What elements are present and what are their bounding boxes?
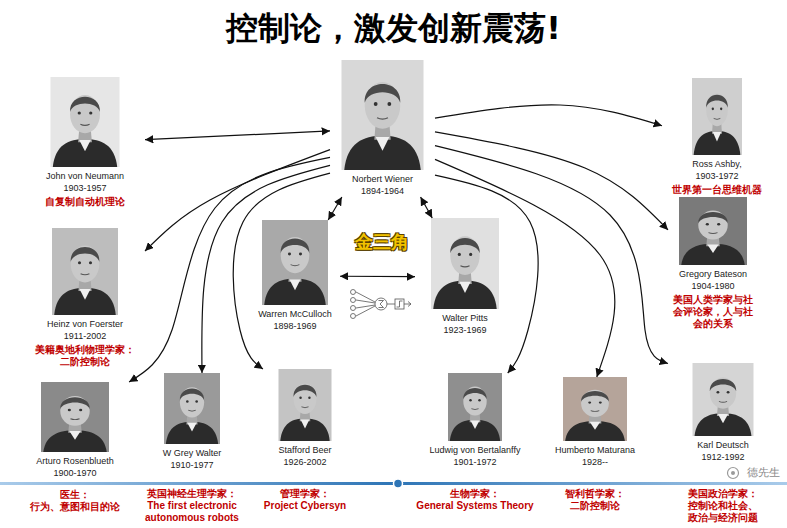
portrait-photo: [41, 382, 109, 452]
portrait-photo: [52, 228, 118, 315]
person-node: W Grey Walter1910-1977 英国神经生理学家：The first…: [132, 373, 252, 524]
portrait-photo: [262, 220, 328, 305]
person-name: Humberto Maturana: [545, 444, 645, 456]
person-node: Gregory Bateson1904-1980 美国人类学家与社 会评论家，人与…: [668, 197, 758, 330]
person-note: 二阶控制论: [550, 500, 640, 512]
person-name: Gregory Bateson: [668, 268, 758, 280]
person-note: 医生：: [25, 489, 125, 501]
person-node: Ludwig von Bertalanffy1901-1972 生物学家：Gene…: [405, 373, 545, 512]
connector-arrow: [129, 157, 330, 382]
person-note: 控制论和社会、 政治与经济问题: [685, 500, 761, 524]
life-years: 1923-1969: [415, 324, 515, 336]
person-name: Walter Pitts: [415, 312, 515, 324]
life-years: 1900-1970: [10, 467, 140, 479]
person-node: Arturo Rosenblueth1900-1970 医生：行为、意图和目的论: [10, 382, 140, 513]
person-node: Warren McCulloch1898-1969: [250, 220, 340, 332]
person-note: 世界第一台思维机器: [667, 184, 767, 196]
person-node: John von Neumann1903-1957 自复制自动机理论: [25, 77, 145, 208]
person-name: Heinz von Foerster: [25, 318, 145, 330]
portrait-photo: [679, 197, 747, 265]
portrait-photo: [693, 363, 754, 436]
connector-arrow: [435, 175, 538, 373]
person-name: John von Neumann: [25, 170, 145, 182]
connector-arrow: [328, 197, 342, 220]
person-name: Ludwig von Bertalanffy: [405, 444, 545, 456]
person-name: W Grey Walter: [132, 447, 252, 459]
portrait-photo: [692, 78, 742, 155]
life-years: 1901-1972: [405, 456, 545, 468]
person-node: Karl Deutsch1912-1992 美国政治学家：控制论和社会、 政治与经…: [668, 363, 778, 524]
person-note: General Systems Theory: [413, 500, 537, 512]
person-name: Ross Ashby,: [662, 158, 772, 170]
diagram-title: 控制论，激发创新震荡!: [0, 8, 787, 48]
watermark: 德先生: [741, 466, 785, 479]
person-name: Stafford Beer: [255, 444, 355, 456]
life-years: 1928--: [545, 456, 645, 468]
person-node: Walter Pitts1923-1969: [415, 218, 515, 336]
person-note: 行为、意图和目的论: [25, 501, 125, 513]
connector-arrow: [421, 197, 433, 218]
person-note: 二阶控制论: [33, 356, 137, 368]
person-node: Heinz von Foerster1911-2002 美籍奥地利物理学家：二阶控…: [25, 228, 145, 368]
person-note: 生物学家：: [413, 488, 537, 500]
person-note: 智利哲学家：: [550, 488, 640, 500]
person-note: The first electronic autonomous robots: [143, 500, 241, 524]
portrait-photo: [164, 373, 220, 444]
person-name: Norbert Wiener: [330, 173, 435, 185]
person-note: 美国政治学家：: [685, 488, 761, 500]
portrait-photo: [51, 77, 120, 167]
person-note: 管理学家：: [260, 488, 350, 500]
life-years: 1898-1969: [250, 320, 340, 332]
connector-arrow: [340, 276, 415, 278]
person-node: Stafford Beer1926-2002 管理学家：Project Cyber…: [255, 369, 355, 512]
person-note: Project Cybersyn: [260, 500, 350, 512]
life-years: 1912-1992: [668, 451, 778, 463]
person-node: Norbert Wiener1894-1964: [330, 60, 435, 197]
connector-arrow: [435, 159, 615, 377]
person-name: Arturo Rosenblueth: [10, 455, 140, 467]
callout-label: 金三角: [350, 231, 414, 253]
portrait-photo: [279, 369, 332, 441]
connector-arrow: [233, 173, 330, 369]
connector-arrow: [435, 105, 662, 126]
life-years: 1911-2002: [25, 330, 145, 342]
connector-arrow: [435, 132, 668, 230]
person-node: Ross Ashby,1903-1972 世界第一台思维机器: [662, 78, 772, 196]
connector-arrow: [145, 131, 330, 140]
person-note: 自复制自动机理论: [40, 196, 130, 208]
life-years: 1910-1977: [132, 459, 252, 471]
portrait-photo: [563, 377, 627, 441]
person-name: Karl Deutsch: [668, 439, 778, 451]
neuron-model-sketch: [351, 290, 412, 319]
life-years: 1903-1957: [25, 182, 145, 194]
timeline-bar: [0, 479, 787, 488]
life-years: 1903-1972: [662, 170, 772, 182]
life-years: 1894-1964: [330, 185, 435, 197]
life-years: 1904-1980: [668, 280, 758, 292]
watermark-icon: [728, 468, 739, 479]
portrait-photo: [431, 218, 499, 309]
person-node: Humberto Maturana1928-- 智利哲学家：二阶控制论: [545, 377, 645, 512]
person-note: 美国人类学家与社 会评论家，人与社 会的关系: [671, 294, 755, 330]
connector-arrow: [202, 165, 330, 373]
person-note: 英国神经生理学家：: [143, 488, 241, 500]
portrait-photo: [342, 60, 424, 170]
person-note: 美籍奥地利物理学家：: [33, 344, 137, 356]
portrait-photo: [448, 373, 502, 441]
life-years: 1926-2002: [255, 456, 355, 468]
person-name: Warren McCulloch: [250, 308, 340, 320]
